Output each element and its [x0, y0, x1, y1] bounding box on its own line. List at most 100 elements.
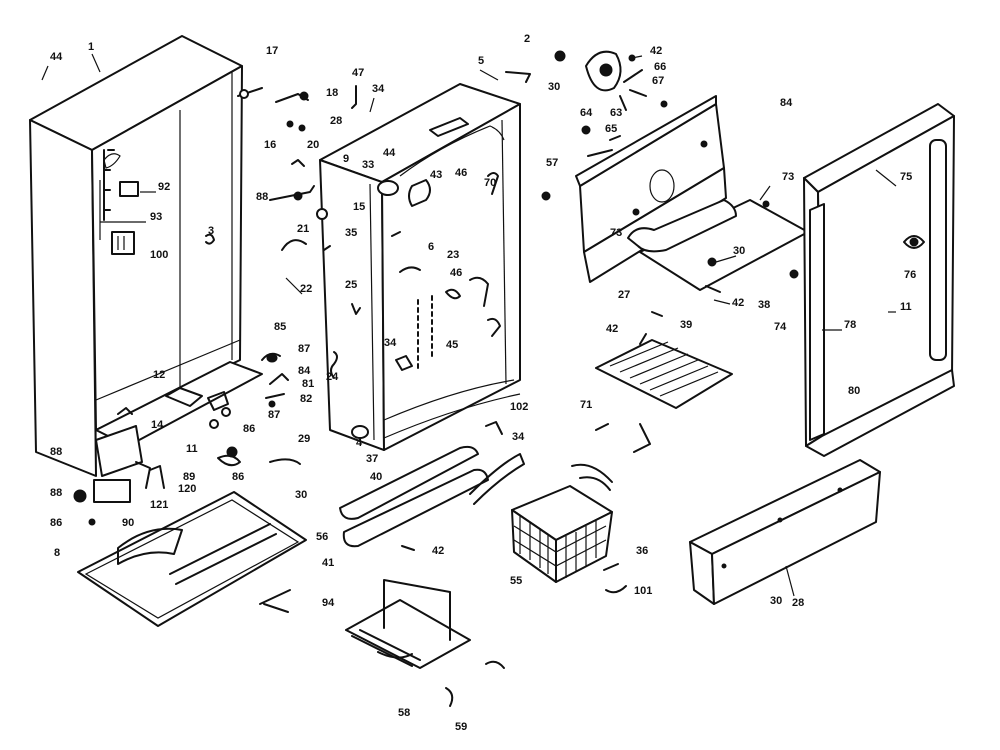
- callout-c46a: 46: [455, 167, 467, 179]
- outer-cabinet: [29, 35, 243, 477]
- callout-c42d: 42: [606, 323, 618, 335]
- callout-c34c: 34: [512, 431, 525, 443]
- callout-c67: 67: [652, 75, 664, 87]
- callout-c28b: 28: [792, 597, 804, 609]
- callout-c18: 18: [326, 87, 338, 99]
- callout-c89: 89: [183, 471, 195, 483]
- callout-c25: 25: [345, 279, 357, 291]
- storage-basket: [511, 485, 613, 583]
- callout-c88b: 88: [50, 446, 62, 458]
- callout-c33: 33: [362, 159, 374, 171]
- wire-shelf: [595, 333, 733, 409]
- callout-c78: 78: [844, 319, 856, 331]
- callout-c4: 4: [356, 437, 363, 449]
- callout-c46b: 46: [450, 267, 462, 279]
- callout-c66a: 66: [654, 61, 666, 73]
- callout-c86b: 86: [232, 471, 244, 483]
- callout-c93: 93: [150, 211, 162, 223]
- callout-c70: 70: [484, 177, 496, 189]
- callout-c59: 59: [455, 721, 467, 733]
- callout-c28a: 28: [330, 115, 342, 127]
- callout-c34b: 34: [384, 337, 397, 349]
- callout-c80: 80: [848, 385, 860, 397]
- callout-c87a: 87: [298, 343, 310, 355]
- base-grille: [689, 459, 881, 605]
- callout-c84: 84: [780, 97, 793, 109]
- fan-motor: [505, 50, 668, 111]
- callout-c102: 102: [510, 401, 528, 413]
- lower-drawer: [263, 579, 505, 707]
- callout-c90: 90: [122, 517, 134, 529]
- callout-c17: 17: [266, 45, 278, 57]
- callout-c85a: 85: [274, 321, 286, 333]
- callout-c35: 35: [345, 227, 357, 239]
- callout-c63: 63: [610, 107, 622, 119]
- callout-c120: 120: [178, 483, 196, 495]
- machine-compartment: [73, 361, 263, 526]
- misc-accessories: [571, 423, 651, 594]
- callout-c24: 24: [326, 371, 339, 383]
- callout-c20: 20: [307, 139, 319, 151]
- callout-c94: 94: [322, 597, 335, 609]
- base-pan: [77, 491, 307, 627]
- callout-c30a: 30: [548, 81, 560, 93]
- callout-c75: 75: [900, 171, 912, 183]
- callout-c6: 6: [428, 241, 434, 253]
- callout-c43: 43: [430, 169, 442, 181]
- callout-c42c: 42: [732, 297, 744, 309]
- callout-c9: 9: [343, 153, 349, 165]
- callout-c8: 8: [54, 547, 60, 559]
- callout-c100: 100: [150, 249, 168, 261]
- callout-c16: 16: [264, 139, 276, 151]
- liner-hardware: [237, 85, 361, 465]
- callout-c11b: 11: [900, 301, 912, 313]
- callout-c44b: 44: [383, 147, 396, 159]
- callout-c36a: 36: [636, 545, 648, 557]
- callout-c5: 5: [478, 55, 484, 67]
- callout-c84b: 84: [298, 365, 311, 377]
- callout-c30c: 30: [733, 245, 745, 257]
- callout-c27: 27: [618, 289, 630, 301]
- callout-c3: 3: [208, 225, 214, 237]
- callout-c57: 57: [546, 157, 558, 169]
- callout-c45: 45: [446, 339, 458, 351]
- callout-c38: 38: [758, 299, 770, 311]
- callout-c73b: 73: [610, 227, 622, 239]
- door-assembly: [803, 103, 955, 457]
- callout-c86a: 86: [243, 423, 255, 435]
- callout-c42b: 42: [432, 545, 444, 557]
- callout-c23: 23: [447, 249, 459, 261]
- callout-c30b: 30: [295, 489, 307, 501]
- callout-c76: 76: [904, 269, 916, 281]
- callout-c82: 82: [300, 393, 312, 405]
- callout-c86c: 86: [50, 517, 62, 529]
- callout-c65: 65: [605, 123, 617, 135]
- meat-keeper-shelf: [627, 199, 809, 317]
- callout-c88c: 88: [50, 487, 62, 499]
- callout-c21: 21: [297, 223, 309, 235]
- callout-c40a: 40: [370, 471, 382, 483]
- callout-c81: 81: [302, 378, 314, 390]
- callout-c2: 2: [524, 33, 530, 45]
- callout-c44: 44: [50, 51, 63, 63]
- callout-c41: 41: [322, 557, 334, 569]
- callout-c87b: 87: [268, 409, 280, 421]
- callout-c30d: 30: [770, 595, 782, 607]
- callout-c74: 74: [774, 321, 787, 333]
- drain-rails: [339, 421, 525, 551]
- inner-liner: [319, 83, 521, 451]
- callout-c71: 71: [580, 399, 592, 411]
- evaporator-assembly: [541, 95, 727, 283]
- callout-c73a: 73: [782, 171, 794, 183]
- callout-c15: 15: [353, 201, 365, 213]
- callout-c29: 29: [298, 433, 310, 445]
- callout-c47a: 47: [352, 67, 364, 79]
- callout-c42a: 42: [650, 45, 662, 57]
- callout-c12: 12: [153, 369, 165, 381]
- callout-c22: 22: [300, 283, 312, 295]
- callout-c101: 101: [634, 585, 652, 597]
- callout-c1: 1: [88, 41, 94, 53]
- callout-c64: 64: [580, 107, 593, 119]
